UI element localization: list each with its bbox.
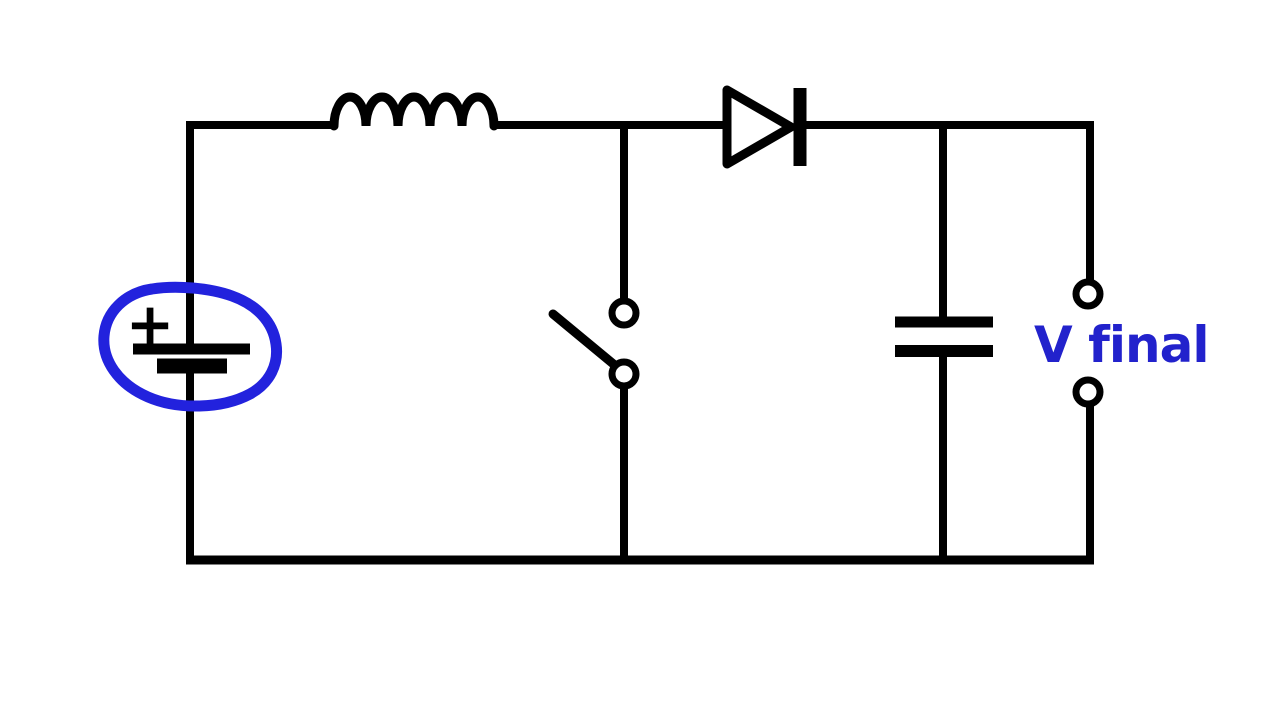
output-terminal-bottom [1072,376,1104,408]
switch-contact-top [608,297,640,329]
battery-plus-label: + [126,290,175,358]
diode-triangle [722,85,796,169]
output-voltage-label: V final [1034,316,1208,374]
inductor-symbol [329,92,499,131]
switch-lever [548,309,622,372]
battery-annotation-circle [98,281,283,412]
switch-contact-bottom [608,358,640,390]
output-terminal-top [1072,278,1104,310]
wire-group [133,85,1104,565]
